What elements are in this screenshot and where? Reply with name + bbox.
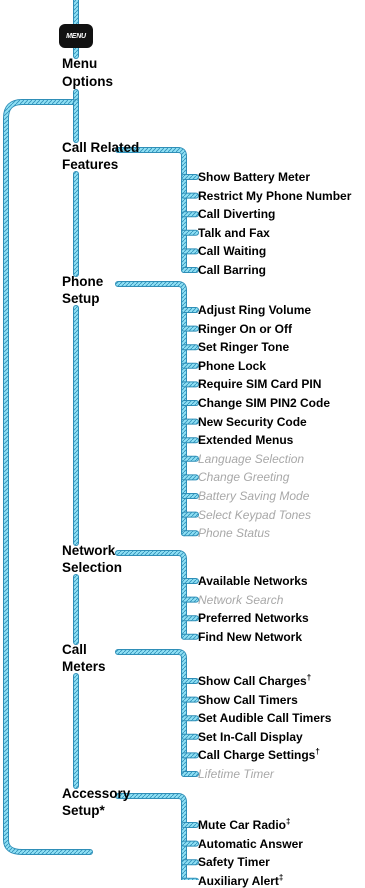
menu-item-label: Language Selection xyxy=(198,451,305,466)
group-3-title-line-1: Call xyxy=(62,642,87,657)
group-2-title-line-2: Selection xyxy=(62,560,123,575)
menu-item-label: Ringer On or Off xyxy=(198,321,292,336)
group-4-branch xyxy=(115,793,187,880)
menu-item-label: Require SIM Card PIN xyxy=(198,377,322,392)
menu-item-label: Safety Timer xyxy=(198,855,270,870)
menu-item-label: New Security Code xyxy=(198,414,307,429)
root-title-line-1: Menu xyxy=(62,56,98,71)
menu-item-label: Change SIM PIN2 Code xyxy=(198,396,331,410)
menu-item[interactable]: Ringer On or Off xyxy=(198,322,292,336)
root-loop xyxy=(3,89,93,855)
group-1-title-line-1: Phone xyxy=(62,274,104,289)
menu-item[interactable]: Set In-Call Display xyxy=(198,730,303,744)
menu-item[interactable]: Change Greeting xyxy=(198,470,289,484)
menu-item[interactable]: Call Charge Settings† xyxy=(198,747,320,763)
menu-item-label: Set Audible Call Timers xyxy=(198,711,332,726)
group-3-branch xyxy=(115,649,187,777)
menu-item[interactable]: Network Search xyxy=(198,593,283,607)
menu-item-label: Phone Status xyxy=(198,526,271,541)
menu-item[interactable]: Call Barring xyxy=(198,263,266,277)
menu-item-label: Battery Saving Mode xyxy=(198,489,310,503)
menu-item-label: Phone Lock xyxy=(198,358,267,373)
group-0-title-line-2: Features xyxy=(62,157,119,172)
menu-key-icon: MENU xyxy=(59,24,93,48)
menu-item-label: Preferred Networks xyxy=(198,611,309,626)
footnote-mark: ‡ xyxy=(278,872,284,882)
group-1-branch xyxy=(115,281,187,537)
footnote-mark: † xyxy=(315,747,320,757)
menu-item-label: Restrict My Phone Number xyxy=(198,188,352,203)
menu-item[interactable]: Call Waiting xyxy=(198,244,266,258)
menu-item[interactable]: Show Battery Meter xyxy=(198,170,310,184)
menu-item-label: Network Search xyxy=(198,592,284,607)
menu-item[interactable]: Show Call Timers xyxy=(198,693,298,707)
menu-item[interactable]: Talk and Fax xyxy=(198,226,270,240)
footnote-mark: ‡ xyxy=(286,817,291,826)
menu-item[interactable]: Safety Timer xyxy=(198,855,270,869)
menu-item-label: Show Battery Meter xyxy=(198,170,311,184)
menu-item[interactable]: Auxiliary Alert‡ xyxy=(198,872,284,888)
menu-item-label: Talk and Fax xyxy=(198,225,270,240)
menu-item-label: Call Barring xyxy=(198,263,267,277)
menu-item-label: Select Keypad Tones xyxy=(198,507,311,522)
menu-item-label: Auxiliary Alert xyxy=(198,873,279,888)
group-2-title-line-1: Network xyxy=(62,543,116,558)
menu-item[interactable]: Show Call Charges† xyxy=(198,673,312,689)
menu-item[interactable]: Restrict My Phone Number xyxy=(198,189,351,203)
menu-item[interactable]: New Security Code xyxy=(198,415,307,429)
menu-item-label: Call Waiting xyxy=(198,244,267,259)
menu-item-label: Call Charge Settings xyxy=(198,748,316,763)
group-1-title-line-2: Setup xyxy=(62,291,100,306)
menu-item[interactable]: Battery Saving Mode xyxy=(198,489,309,503)
root-title-line-2: Options xyxy=(62,74,113,89)
menu-item[interactable]: Set Audible Call Timers xyxy=(198,711,331,725)
menu-item[interactable]: Phone Status xyxy=(198,526,270,540)
menu-item-label: Adjust Ring Volume xyxy=(198,303,312,317)
menu-item-label: Find New Network xyxy=(198,629,303,644)
menu-item[interactable]: Phone Lock xyxy=(198,359,266,373)
menu-item-label: Show Call Charges xyxy=(198,674,307,688)
menu-item[interactable]: Change SIM PIN2 Code xyxy=(198,396,330,410)
menu-item-label: Available Networks xyxy=(198,574,308,588)
group-4-title-line-2: Setup* xyxy=(62,803,105,818)
menu-item-label: Mute Car Radio xyxy=(198,818,287,832)
group-2-branch xyxy=(115,550,187,640)
connector-lines xyxy=(3,0,199,880)
menu-item-label: Show Call Timers xyxy=(198,692,298,707)
menu-item-label: Call Diverting xyxy=(198,207,276,222)
menu-item-label: Extended Menus xyxy=(198,433,294,448)
group-3-title-line-2: Meters xyxy=(62,659,106,674)
menu-item-label: Change Greeting xyxy=(198,470,290,485)
group-0-branch xyxy=(115,147,187,273)
menu-item[interactable]: Mute Car Radio‡ xyxy=(198,817,291,833)
footnote-mark: † xyxy=(306,673,312,682)
menu-item[interactable]: Select Keypad Tones xyxy=(198,508,311,522)
menu-item[interactable]: Preferred Networks xyxy=(198,611,309,625)
menu-item[interactable]: Available Networks xyxy=(198,574,308,588)
menu-item[interactable]: Find New Network xyxy=(198,630,302,644)
menu-item[interactable]: Lifetime Timer xyxy=(198,767,274,781)
menu-item[interactable]: Call Diverting xyxy=(198,207,275,221)
menu-item-label: Set Ringer Tone xyxy=(198,340,290,355)
menu-item[interactable]: Automatic Answer xyxy=(198,837,303,851)
group-0-title-line-1: Call Related xyxy=(62,140,140,155)
menu-item[interactable]: Extended Menus xyxy=(198,433,293,447)
menu-item[interactable]: Adjust Ring Volume xyxy=(198,303,311,317)
menu-item-label: Automatic Answer xyxy=(198,836,303,851)
menu-item[interactable]: Language Selection xyxy=(198,452,304,466)
group-4-title-line-1: Accessory xyxy=(62,786,131,801)
menu-item[interactable]: Set Ringer Tone xyxy=(198,340,289,354)
menu-item-label: Set In-Call Display xyxy=(198,729,303,744)
menu-item[interactable]: Require SIM Card PIN xyxy=(198,377,321,391)
menu-item-label: Lifetime Timer xyxy=(198,767,274,781)
